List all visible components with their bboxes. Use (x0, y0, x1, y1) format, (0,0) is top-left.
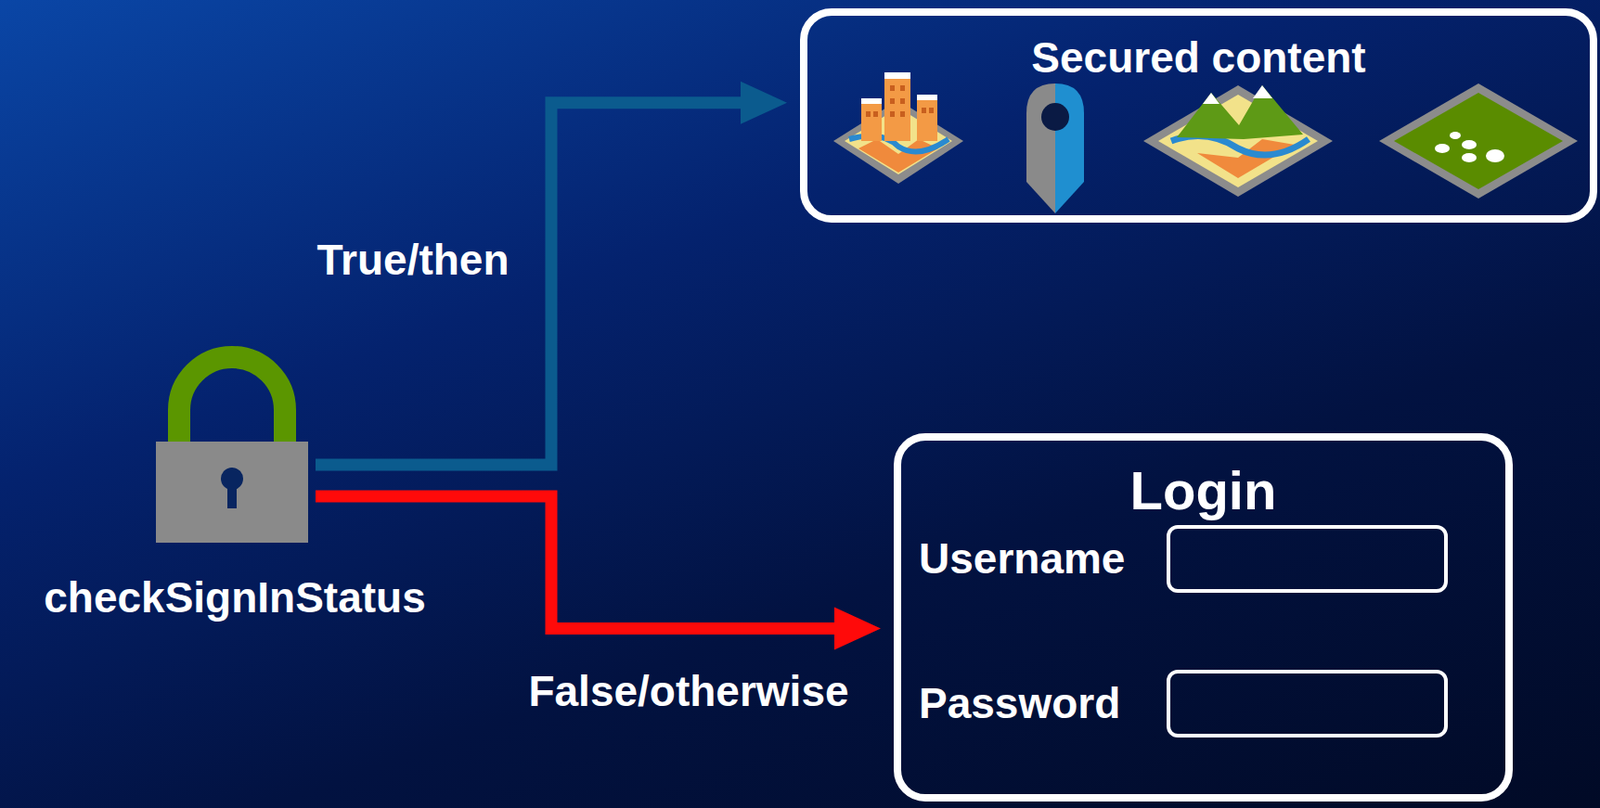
city-icon (833, 72, 964, 184)
text-input (1166, 525, 1448, 594)
edge-label: True/then (316, 236, 509, 284)
flow-arrow (315, 496, 881, 650)
input-field: Password (918, 670, 1476, 738)
node-label: checkSignInStatus (43, 574, 426, 622)
content-box: Secured content (800, 8, 1598, 223)
flow-arrow (315, 81, 788, 465)
lock-body (155, 441, 309, 543)
arrow-head (740, 81, 788, 125)
field-label: Password (918, 680, 1121, 728)
lock-icon: checkSignInStatus (155, 343, 309, 543)
field-label: Username (918, 535, 1125, 583)
field-icon (1379, 83, 1578, 199)
content-box: LoginUsernamePassword (893, 433, 1513, 802)
connector-line (315, 103, 745, 465)
box-heading: Secured content (1031, 34, 1366, 82)
keyhole (227, 478, 237, 509)
terrain-icon (1143, 85, 1333, 197)
edge-label: False/otherwise (528, 668, 849, 716)
input-field: Username (918, 525, 1476, 594)
text-input (1166, 670, 1448, 738)
arrow-head (834, 606, 881, 650)
lock-shackle (179, 357, 285, 446)
box-heading: Login (1130, 461, 1278, 521)
lock-shape (155, 343, 309, 543)
pin-icon (1026, 83, 1084, 214)
